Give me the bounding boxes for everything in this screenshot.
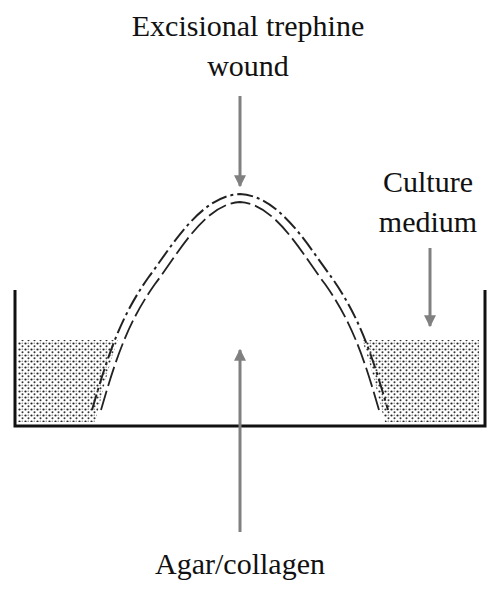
culture-dish: [15, 290, 485, 426]
medium-label: Culture medium: [366, 162, 490, 242]
wound-label: Excisional trephine wound: [118, 6, 378, 86]
agar-pointer-arrow: [239, 350, 242, 532]
agar-label: Agar/collagen: [120, 544, 360, 584]
medium-pointer-arrow: [429, 248, 432, 326]
wound-pointer-arrow: [239, 96, 242, 186]
